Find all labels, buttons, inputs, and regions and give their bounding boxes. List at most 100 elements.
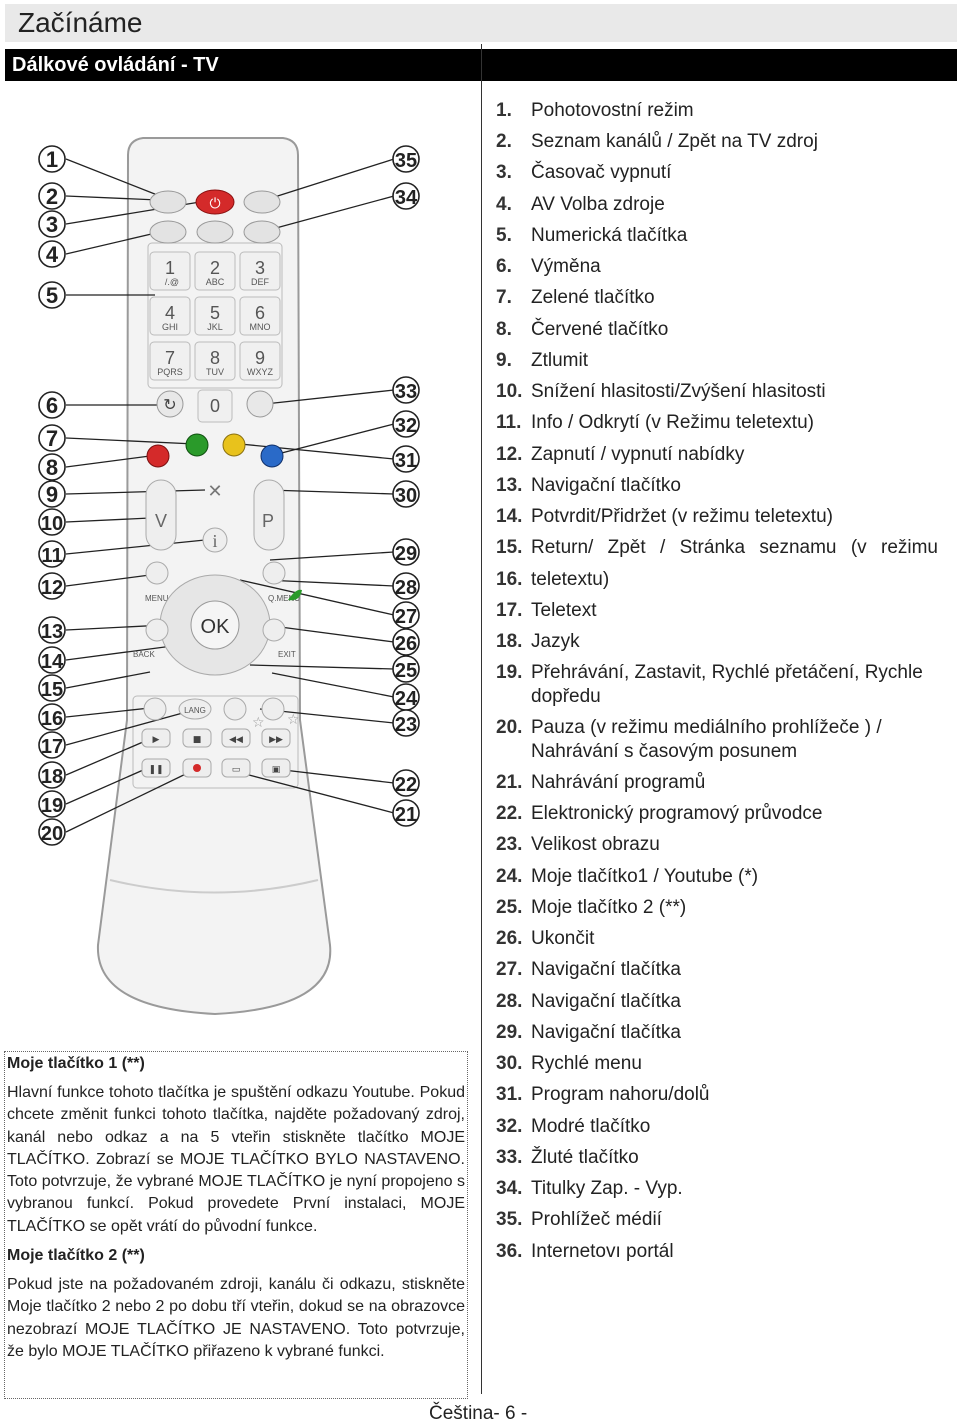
legend-item: 6.Výměna: [496, 255, 951, 279]
legend-text: Pohotovostní režim: [531, 100, 694, 121]
legend-number: 14.: [496, 506, 523, 527]
callout-circle: [392, 538, 420, 566]
legend-text: Ukončit: [531, 928, 595, 949]
callout-number: 7: [46, 426, 58, 451]
legend-item: 15.Return/ Zpět / Stránka seznamu (v rež…: [496, 536, 938, 560]
callout-number: 32: [395, 415, 417, 437]
note-2-heading: Moje tlačítko 2 (**): [7, 1247, 145, 1264]
legend-number: 12.: [496, 444, 523, 465]
callout-circle: [38, 790, 66, 818]
callout-number: 12: [41, 577, 63, 599]
legend-text: Teletext: [531, 600, 597, 621]
callout-circle: [392, 145, 420, 173]
key-9-sub: WXYZ: [247, 367, 274, 377]
key-7-sub: PQRS: [157, 367, 183, 377]
legend-item: 19.Přehrávání, Zastavit, Rychlé přetáčen…: [496, 661, 951, 709]
legend-number: 4.: [496, 194, 512, 215]
legend-text: Navigační tlačítka: [531, 991, 681, 1012]
legend-text: Moje tlačítko1 / Youtube (*): [531, 866, 759, 887]
svg-text:▭: ▭: [232, 765, 241, 775]
svg-text:▣: ▣: [272, 765, 281, 775]
svg-text:☆: ☆: [252, 715, 265, 731]
callout-number: 10: [41, 513, 63, 535]
callout-circle: [392, 601, 420, 629]
legend-item: 9.Ztlumit: [496, 349, 951, 373]
legend-text: Info / Odkrytí (v Režimu teletextu): [531, 412, 814, 433]
callout-circle: [38, 424, 66, 452]
legend-number: 17.: [496, 600, 523, 621]
note-2-text: Pokud jste na požadovaném zdroji, kanálu…: [7, 1276, 465, 1360]
page-title-bar: Začínáme: [5, 4, 957, 42]
svg-text:▶: ▶: [153, 735, 160, 745]
callout-circle: [392, 480, 420, 508]
key-8: 8: [210, 348, 220, 368]
qmenu-label: Q.MENU: [268, 594, 300, 603]
legend-item: 27.Navigační tlačítka: [496, 958, 951, 982]
legend-text: Červené tlačítko: [531, 319, 669, 340]
callout-circle: [38, 646, 66, 674]
legend-item: 14.Potvrdit/Přidržet (v režimu teletextu…: [496, 505, 951, 529]
callout-number: 30: [395, 485, 417, 507]
info-key: i: [212, 531, 217, 551]
legend-text: Žluté tlačítko: [531, 1147, 639, 1168]
section-title: Dálkové ovládání - TV: [12, 54, 219, 76]
key-6: 6: [255, 303, 265, 323]
callout-number: 22: [395, 774, 417, 796]
legend-text: Modré tlačítko: [531, 1116, 651, 1137]
green-key: [185, 433, 209, 457]
callout-number: 28: [395, 577, 417, 599]
legend-text: Velikost obrazu: [531, 834, 660, 855]
callout-number: 35: [395, 150, 417, 172]
legend-text: Program nahoru/dolů: [531, 1084, 710, 1105]
legend-text: Titulky Zap. - Vyp.: [531, 1178, 683, 1199]
legend-text: Jazyk: [531, 631, 580, 652]
legend-number: 11.: [496, 412, 522, 433]
notes-box: Moje tlačítko 1 (**) Hlavní funkce tohot…: [4, 1051, 468, 1399]
legend-text: Výměna: [531, 256, 601, 277]
legend-item: 22.Elektronický programový průvodce: [496, 802, 951, 826]
legend-item: 24. Moje tlačítko1 / Youtube (*): [496, 865, 951, 889]
callout-circle: [38, 731, 66, 759]
callout-number: 6: [46, 393, 58, 418]
key-2: 2: [210, 258, 220, 278]
legend-item: 25. Moje tlačítko 2 (**): [496, 896, 951, 920]
legend-number: 21.: [496, 772, 523, 793]
legend-text: Moje tlačítko 2 (**): [531, 897, 687, 918]
callout-circle: [38, 480, 66, 508]
legend-item: 1.Pohotovostní režim: [496, 99, 951, 123]
legend-item: 16.teletextu): [496, 568, 951, 592]
legend-number: 31.: [496, 1084, 523, 1105]
legend-item: 10.Snížení hlasitosti/Zvýšení hlasitosti: [496, 380, 951, 404]
legend-text: Časovač vypnutí: [531, 162, 672, 183]
callout-circle: [38, 703, 66, 731]
legend-text: Navigační tlačítko: [531, 475, 681, 496]
callout-circle: [38, 240, 66, 268]
callout-circle: [38, 453, 66, 481]
callout-circle: [392, 376, 420, 404]
legend-number: 30.: [496, 1053, 523, 1074]
legend-item: 34.Titulky Zap. - Vyp.: [496, 1177, 951, 1201]
ok-key: OK: [201, 616, 231, 638]
callout-number: 19: [41, 795, 63, 817]
mute-icon: ✕: [207, 481, 222, 502]
callout-number: 26: [395, 633, 417, 655]
legend-number: 32.: [496, 1116, 523, 1137]
legend-number: 23.: [496, 834, 523, 855]
legend-number: 10.: [496, 381, 523, 402]
blue-key: [260, 444, 284, 468]
callout-circle: [392, 709, 420, 737]
key-8-sub: TUV: [206, 367, 224, 377]
legend-item: 20.Pauza (v režimu mediálního prohlížeče…: [496, 716, 951, 764]
legend-number: 24.: [496, 866, 523, 887]
legend-item: 23. Velikost obrazu: [496, 833, 951, 857]
svg-text:☆: ☆: [287, 712, 300, 728]
callout-number: 14: [41, 651, 64, 673]
callout-number: 4: [46, 242, 59, 267]
callout-number: 2: [46, 184, 58, 209]
legend-text: Elektronický programový průvodce: [531, 803, 823, 824]
legend-item: 12.Zapnutí / vypnutí nabídky: [496, 443, 951, 467]
legend-number: 25.: [496, 897, 523, 918]
vol-key: V: [155, 511, 167, 531]
key-4-sub: GHI: [162, 322, 178, 332]
prog-key: P: [262, 511, 274, 531]
